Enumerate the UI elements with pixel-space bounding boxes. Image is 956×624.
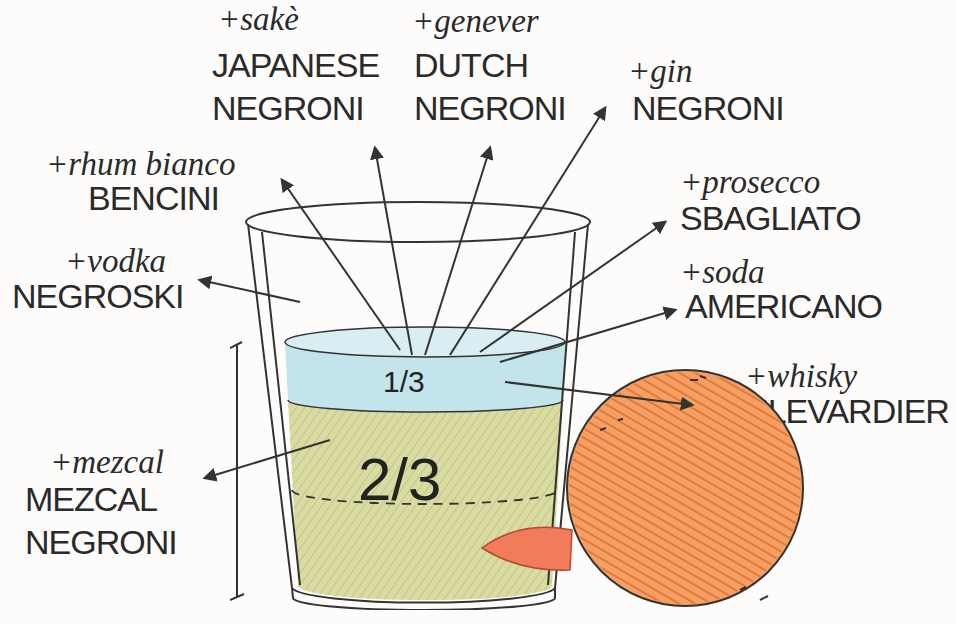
fraction-label: 1/3 bbox=[383, 365, 425, 399]
cocktail-name: MEZCAL NEGRONI bbox=[25, 478, 177, 564]
ingredient-label: +sakè bbox=[218, 0, 299, 38]
glass-wall bbox=[248, 224, 588, 588]
cocktail-name: NEGRONI bbox=[632, 87, 784, 130]
arrow bbox=[425, 148, 490, 355]
cocktail-name: SBAGLIATO bbox=[680, 197, 861, 240]
cocktail-name: BENCINI bbox=[88, 177, 219, 220]
orange-hatch bbox=[569, 372, 801, 604]
arrow bbox=[282, 180, 400, 350]
arrow bbox=[480, 222, 665, 352]
liquid-bitter bbox=[288, 400, 563, 600]
ingredient-label: +soda bbox=[680, 253, 765, 291]
ingredient-label: +genever bbox=[412, 2, 539, 40]
hatching bbox=[288, 400, 563, 600]
cocktail-name: AMERICANO bbox=[685, 285, 882, 328]
orange-texture bbox=[600, 376, 768, 600]
ingredient-label: +whisky bbox=[745, 357, 857, 395]
liquid-top bbox=[285, 327, 566, 412]
bracket bbox=[230, 342, 244, 600]
cocktail-name: NEGROSKI bbox=[12, 275, 183, 318]
ingredient-label: +mezcal bbox=[50, 443, 164, 481]
ingredient-label: +gin bbox=[628, 52, 692, 90]
glass-rim bbox=[246, 202, 590, 242]
ingredient-label: +prosecco bbox=[680, 163, 820, 201]
orange bbox=[567, 370, 803, 606]
glass-base bbox=[292, 588, 555, 610]
cocktail-name: JAPANESE NEGRONI bbox=[212, 44, 379, 130]
liquid-surface bbox=[285, 327, 565, 357]
layer-line bbox=[288, 400, 563, 412]
ingredient-label: +vodka bbox=[65, 242, 166, 280]
ingredient-label: +rhum bianco bbox=[46, 145, 235, 183]
fraction-label: 2/3 bbox=[358, 445, 441, 514]
arrow bbox=[375, 148, 412, 355]
cocktail-name: DUTCH NEGRONI bbox=[414, 44, 566, 130]
arrow bbox=[200, 280, 300, 302]
